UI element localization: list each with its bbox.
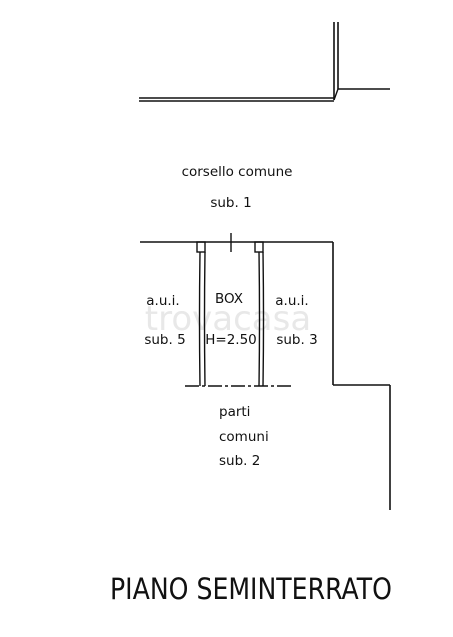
unit-outline — [140, 241, 391, 510]
common-parts-label: parti — [219, 404, 250, 420]
common-parts-sub-label: sub. 2 — [219, 453, 260, 469]
box-height-label: H=2.50 — [205, 332, 257, 348]
right-unit-sub-label: sub. 3 — [276, 332, 317, 348]
floor-title: PIANO SEMINTERRATO — [110, 572, 392, 606]
left-unit-label: a.u.i. — [146, 293, 179, 309]
corridor-sub-label: sub. 1 — [210, 195, 251, 211]
watermark-text: trovacasa — [145, 299, 311, 339]
box-label: BOX — [215, 291, 243, 307]
upper-wall — [139, 22, 390, 102]
box-enclosure — [185, 233, 292, 387]
corridor-label: corsello comune — [182, 164, 293, 180]
left-unit-sub-label: sub. 5 — [144, 332, 185, 348]
common-parts-label-2: comuni — [219, 429, 269, 445]
right-unit-label: a.u.i. — [275, 293, 308, 309]
